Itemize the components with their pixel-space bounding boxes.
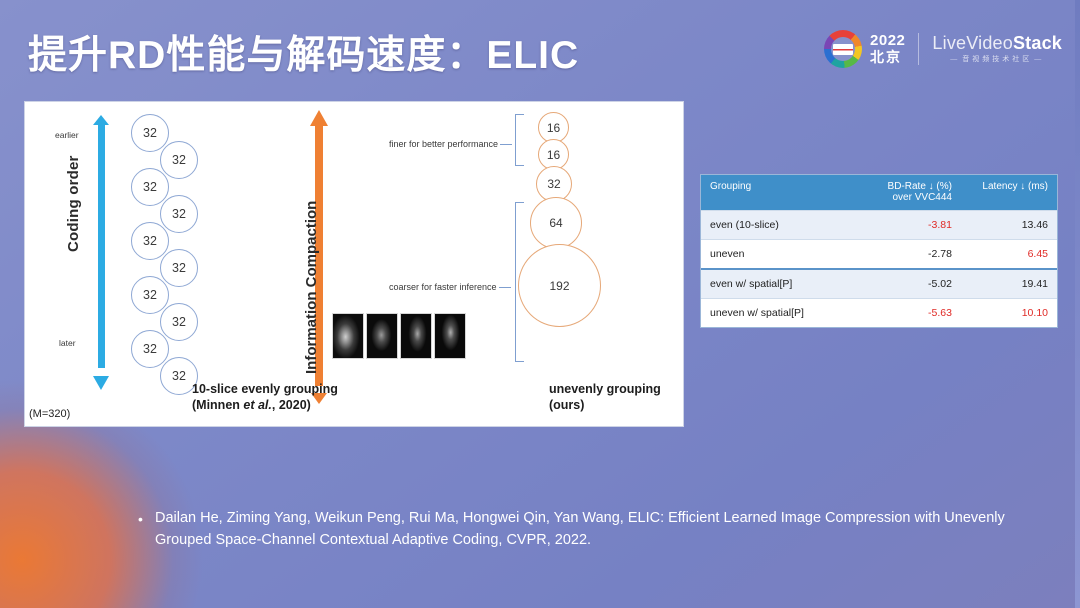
annotation-coarser: coarser for faster inference	[389, 282, 511, 292]
conference-logo: 2022 北京 LiveVideoStack 音视频技术社区	[824, 26, 1062, 72]
later-label: later	[59, 338, 76, 348]
logo-year: 2022	[870, 32, 906, 50]
bracket-finer-icon	[515, 114, 524, 166]
group-circle: 16	[538, 112, 569, 143]
table-header-row: Grouping BD-Rate ↓ (%) over VVC444 Laten…	[701, 175, 1057, 211]
cell-grouping: even w/ spatial[P]	[701, 268, 853, 299]
information-compaction-label: Information Compaction	[303, 200, 320, 374]
feature-map-image	[434, 313, 466, 359]
slice-circle: 32	[160, 249, 198, 287]
annotation-finer: finer for better performance	[389, 139, 513, 149]
logo-year-city: 2022 北京	[870, 33, 905, 64]
citation: • Dailan He, Ziming Yang, Weikun Peng, R…	[138, 508, 1045, 552]
table-row: even w/ spatial[P] -5.02 19.41	[701, 268, 1057, 299]
brand-subtitle: 音视频技术社区	[932, 56, 1062, 64]
cell-latency: 6.45	[960, 239, 1057, 269]
colorful-ring-logo-icon	[824, 30, 863, 68]
slice-circle: 32	[131, 330, 169, 368]
cell-latency: 13.46	[960, 210, 1057, 240]
feature-map-image	[400, 313, 432, 359]
feature-map-image	[366, 313, 398, 359]
bullet-icon: •	[138, 511, 143, 527]
logo-city: 北京	[870, 48, 903, 65]
group-circle: 64	[530, 197, 582, 249]
col-latency: Latency ↓ (ms)	[960, 175, 1057, 211]
group-circle: 32	[536, 166, 572, 202]
slice-circle: 32	[160, 303, 198, 341]
col-bdrate: BD-Rate ↓ (%) over VVC444	[852, 175, 961, 211]
caption-even-grouping: 10-slice evenly grouping (Minnen et al.,…	[192, 382, 338, 413]
bracket-coarser-icon	[515, 202, 524, 362]
cell-grouping: even (10-slice)	[701, 210, 853, 240]
cell-bdrate: -3.81	[852, 210, 961, 240]
coding-order-arrow-icon	[90, 115, 114, 390]
brand-video: Video	[966, 33, 1013, 54]
cell-grouping: uneven w/ spatial[P]	[701, 298, 853, 327]
table-row: uneven -2.78 6.45	[701, 239, 1057, 269]
m-value-label: (M=320)	[29, 408, 71, 420]
citation-text: Dailan He, Ziming Yang, Weikun Peng, Rui…	[155, 510, 1005, 548]
caption-uneven-grouping: unevenly grouping (ours)	[549, 382, 661, 413]
slice-circle: 32	[131, 114, 169, 152]
cell-bdrate: -5.63	[852, 298, 961, 327]
earlier-label: earlier	[55, 130, 79, 140]
cell-latency: 10.10	[960, 298, 1057, 327]
slice-circle: 32	[131, 168, 169, 206]
brand-stack: Stack	[1012, 33, 1062, 54]
table-row: even (10-slice) -3.81 13.46	[701, 210, 1057, 240]
cell-bdrate: -5.02	[852, 268, 961, 299]
group-circle: 16	[538, 139, 569, 170]
group-circle: 192	[518, 244, 601, 327]
page-title: 提升RD性能与解码速度：ELIC	[28, 34, 580, 77]
slice-circle: 32	[160, 195, 198, 233]
col-grouping: Grouping	[701, 175, 853, 211]
cell-latency: 19.41	[960, 268, 1057, 299]
feature-map-thumbnails	[332, 313, 466, 359]
livevideostack-logo: LiveVideoStack 音视频技术社区	[932, 33, 1062, 64]
information-compaction-arrow-icon	[308, 110, 330, 404]
cell-bdrate: -2.78	[852, 239, 961, 269]
coding-order-label: Coding order	[65, 155, 82, 252]
feature-map-image	[332, 313, 364, 359]
figure-panel: Coding order earlier later (M=320) 32 32…	[24, 101, 684, 427]
table-row: uneven w/ spatial[P] -5.63 10.10	[701, 298, 1057, 327]
even-grouping-circles: 32 32 32 32 32 32 32 32 32 32	[131, 114, 217, 404]
logo-divider	[918, 33, 920, 65]
brand-live: Live	[932, 33, 967, 54]
slice-circle: 32	[131, 222, 169, 260]
slice-circle: 32	[160, 141, 198, 179]
slice-circle: 32	[131, 276, 169, 314]
cell-grouping: uneven	[701, 239, 853, 269]
results-table: Grouping BD-Rate ↓ (%) over VVC444 Laten…	[700, 174, 1058, 328]
slice-circle: 32	[160, 357, 198, 395]
